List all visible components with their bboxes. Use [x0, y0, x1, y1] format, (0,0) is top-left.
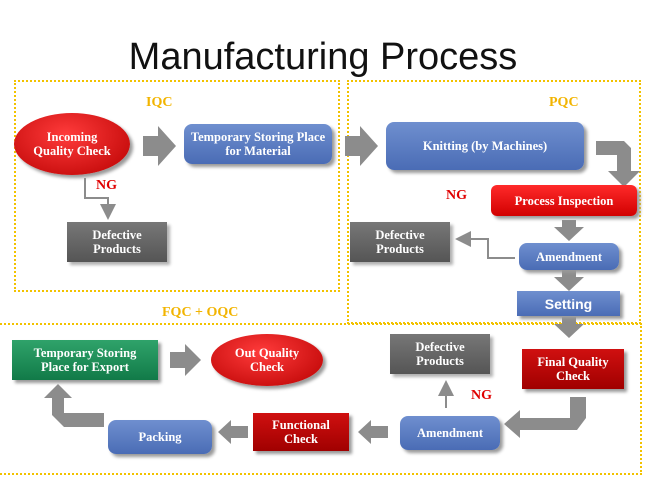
- page-title: Manufacturing Process: [128, 36, 518, 78]
- iqc-region: [14, 80, 340, 292]
- arrow-amendment-to-functional: [358, 420, 388, 444]
- arrow-storing-to-knitting: [345, 126, 378, 166]
- node-functional-check: Functional Check: [253, 413, 349, 451]
- arrow-export-to-out-qc: [170, 344, 201, 376]
- arrow-final-qc-to-amendment: [504, 397, 586, 438]
- arrow-amendment-to-setting: [554, 270, 584, 291]
- arrow-amendment-to-defective: [455, 231, 515, 259]
- node-setting: Setting: [517, 291, 620, 316]
- ng-label-pqc: NG: [446, 188, 467, 203]
- arrow-setting-to-final-qc: [554, 317, 584, 338]
- arrow-incoming-to-defective: [84, 178, 116, 220]
- node-defective-products-fqc: Defective Products: [390, 334, 490, 374]
- section-label-iqc: IQC: [146, 95, 173, 110]
- arrow-packing-to-export: [44, 384, 104, 427]
- node-temporary-storing-material: Temporary Storing Place for Material: [184, 124, 332, 164]
- node-incoming-quality-check: Incoming Quality Check: [14, 113, 130, 175]
- node-defective-products-pqc: Defective Products: [350, 222, 450, 262]
- node-knitting: Knitting (by Machines): [386, 122, 584, 170]
- section-label-pqc: PQC: [549, 95, 579, 110]
- fqc-oqc-region: [0, 323, 642, 475]
- node-process-inspection: Process Inspection: [491, 185, 637, 216]
- node-amendment-pqc: Amendment: [519, 243, 619, 270]
- arrow-inspection-to-amendment: [554, 220, 584, 241]
- node-defective-products-iqc: Defective Products: [67, 222, 167, 262]
- ng-label-fqc: NG: [471, 388, 492, 403]
- ng-label-iqc: NG: [96, 178, 117, 193]
- section-label-fqc-oqc: FQC + OQC: [162, 305, 239, 320]
- node-packing: Packing: [108, 420, 212, 454]
- node-final-quality-check: Final Quality Check: [522, 349, 624, 389]
- node-out-quality-check: Out Quality Check: [211, 334, 323, 386]
- node-amendment-fqc: Amendment: [400, 416, 500, 450]
- node-temporary-storing-export: Temporary Storing Place for Export: [12, 340, 158, 380]
- arrow-knitting-to-inspection: [596, 141, 640, 187]
- arrow-functional-to-packing: [218, 420, 248, 444]
- arrow-iqc-to-storing: [143, 126, 176, 166]
